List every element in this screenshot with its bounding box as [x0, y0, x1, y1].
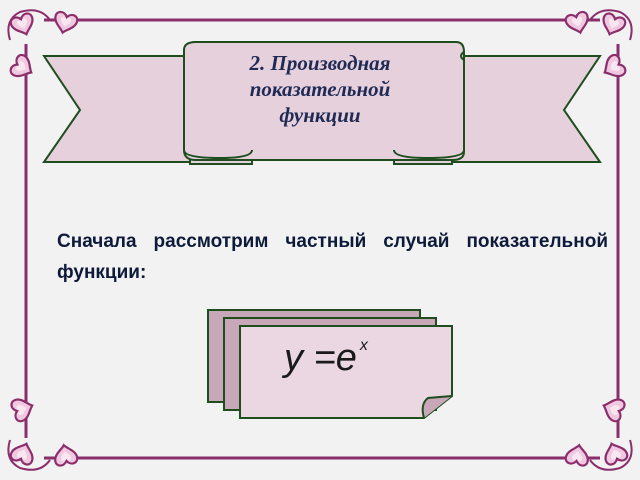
corner-ornaments — [7, 9, 633, 471]
banner-title: 2. Производная показательной функции — [190, 50, 450, 128]
ribbon-banner — [42, 41, 602, 165]
formula-lhs: y — [284, 337, 303, 379]
banner-title-line: функции — [279, 103, 361, 127]
frame — [24, 18, 620, 460]
heart-icon — [7, 52, 38, 84]
heart-icon — [563, 442, 592, 468]
formula-cards — [207, 309, 453, 419]
body-text: Сначала рассмотрим частный случай показа… — [57, 231, 608, 283]
heart-icon — [598, 10, 628, 40]
banner-title-line: показательной — [249, 77, 391, 101]
heart-icon — [8, 394, 38, 424]
heart-icon — [50, 9, 80, 37]
heart-icon — [600, 438, 630, 468]
heart-icon — [563, 9, 593, 37]
heart-icon — [598, 52, 629, 84]
formula-base: e — [335, 337, 357, 379]
formula-equals: = — [313, 337, 336, 379]
banner-title-line: 2. Производная — [249, 51, 391, 75]
heart-icon — [51, 442, 80, 468]
formula-exponent: x — [359, 337, 368, 354]
heart-icon — [598, 394, 628, 424]
